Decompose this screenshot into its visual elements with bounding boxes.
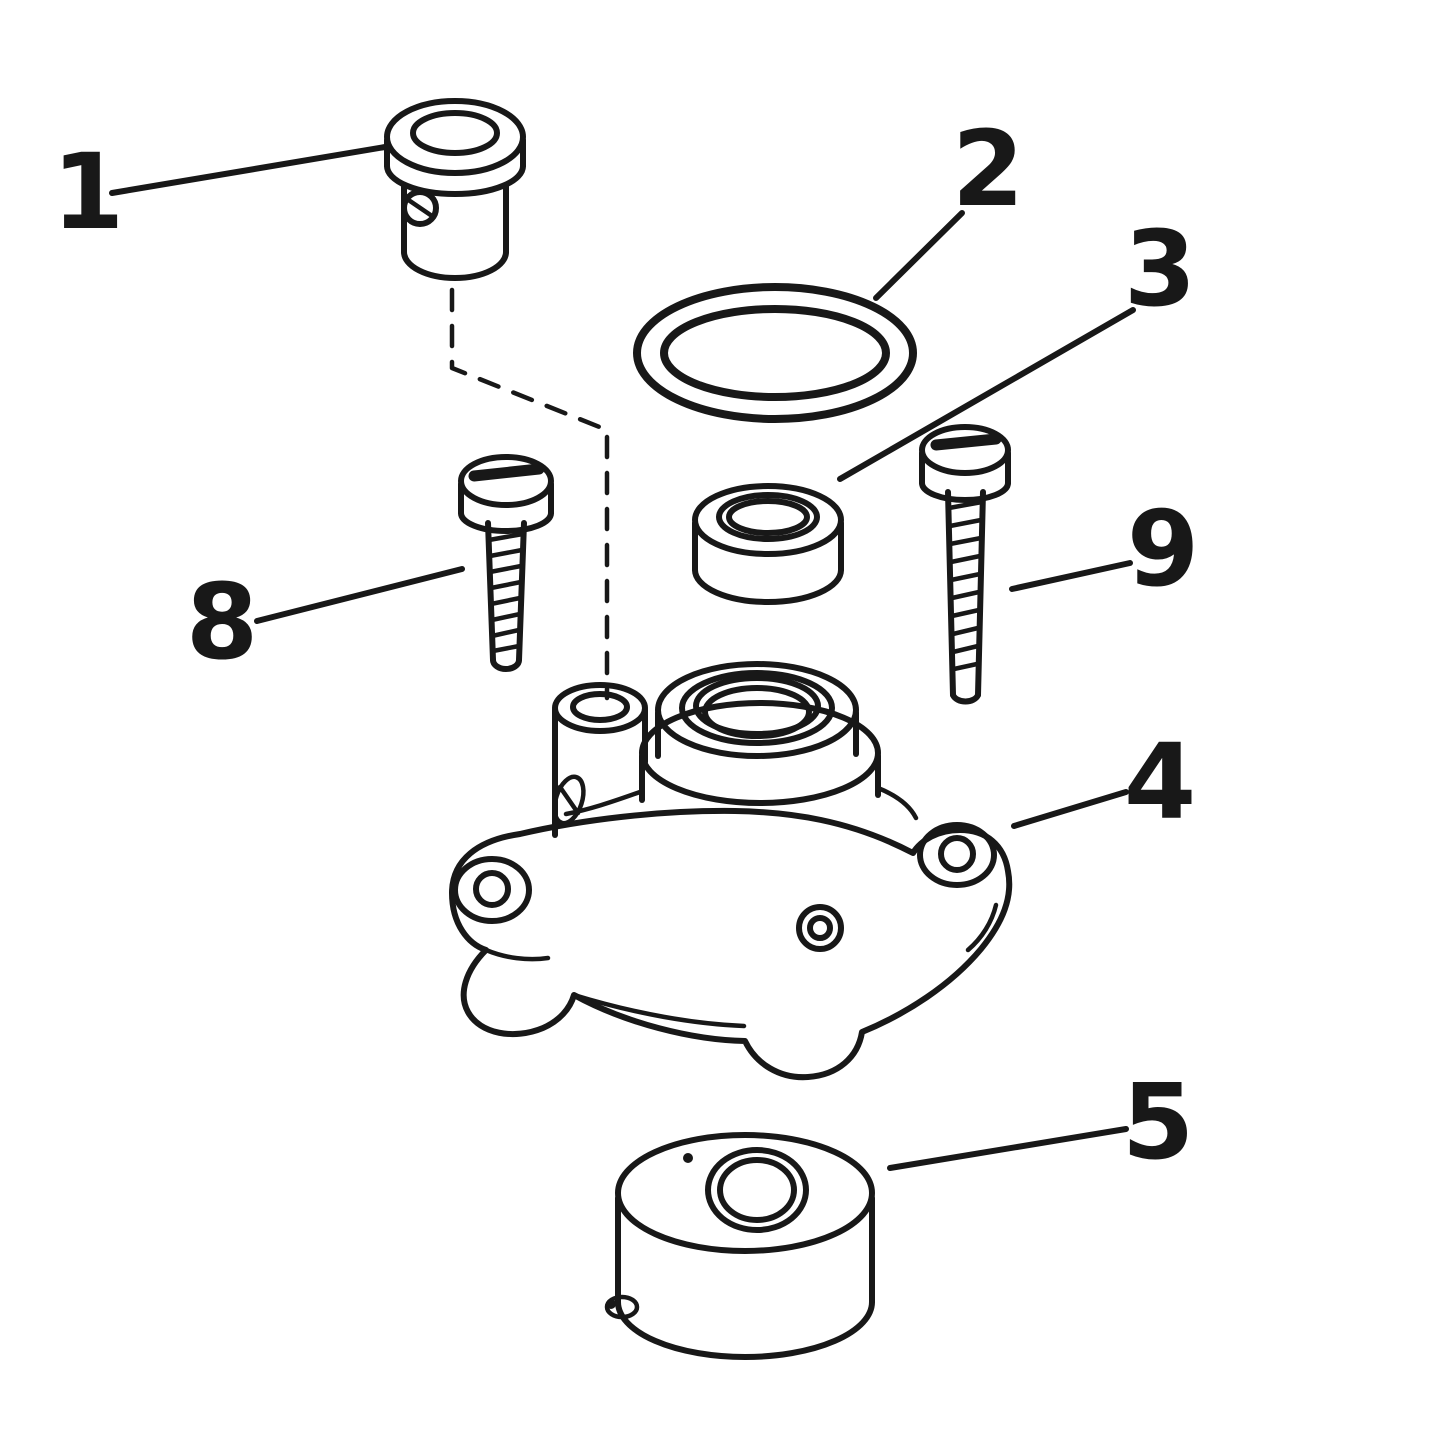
leader-line-5 <box>887 1126 1129 1171</box>
screw-threads <box>486 531 526 654</box>
callout-5: 5 <box>1122 1061 1194 1183</box>
leader-lines <box>109 144 1136 1171</box>
screw-left-drawing <box>458 454 554 672</box>
impeller-cup-drawing <box>604 1132 875 1360</box>
screw-right-drawing <box>919 424 1011 705</box>
dashed-assembly-axis <box>449 287 610 701</box>
bushing-drawing <box>384 98 526 281</box>
leader-line-2 <box>873 210 965 301</box>
leader-line-8 <box>254 566 465 624</box>
screw-threads <box>946 499 985 672</box>
seal-ring-drawing <box>692 483 844 605</box>
callout-3: 3 <box>1124 208 1196 330</box>
leader-line-3 <box>837 307 1136 482</box>
callout-labels: 1 2 3 8 9 4 5 <box>52 108 1199 1183</box>
callout-9: 9 <box>1127 488 1199 610</box>
leader-line-4 <box>1011 789 1129 829</box>
callout-4: 4 <box>1124 721 1196 843</box>
pump-housing-drawing <box>449 661 1013 1081</box>
leader-line-9 <box>1009 560 1133 592</box>
callout-1: 1 <box>52 131 124 253</box>
callout-8: 8 <box>186 561 258 683</box>
callout-2: 2 <box>952 108 1024 230</box>
o-ring-drawing <box>633 283 917 423</box>
leader-line-1 <box>109 144 388 196</box>
